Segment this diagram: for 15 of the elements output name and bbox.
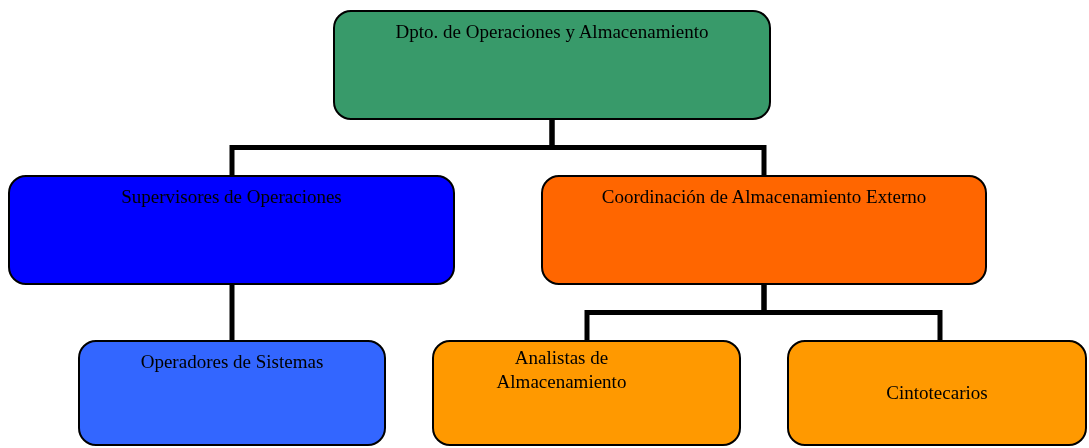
connector-line [229, 285, 235, 340]
org-unit-box [333, 10, 771, 120]
unit-title: Analistas de Almacenamiento [495, 346, 628, 394]
unit-title: Dpto. de Operaciones y Almacenamiento [394, 20, 710, 44]
connector-line [761, 285, 943, 340]
connector-line [549, 120, 767, 175]
unit-title: Supervisores de Operaciones [120, 185, 343, 209]
org-unit-box [78, 340, 386, 446]
org-unit-box [432, 340, 741, 446]
org-unit-box [541, 175, 987, 285]
unit-title: Operadores de Sistemas [139, 350, 325, 374]
unit-title: Cintotecarios [885, 381, 989, 405]
org-unit-box [787, 340, 1087, 446]
unit-title: Coordinación de Almacenamiento Externo [600, 185, 928, 209]
org-unit-box [8, 175, 455, 285]
